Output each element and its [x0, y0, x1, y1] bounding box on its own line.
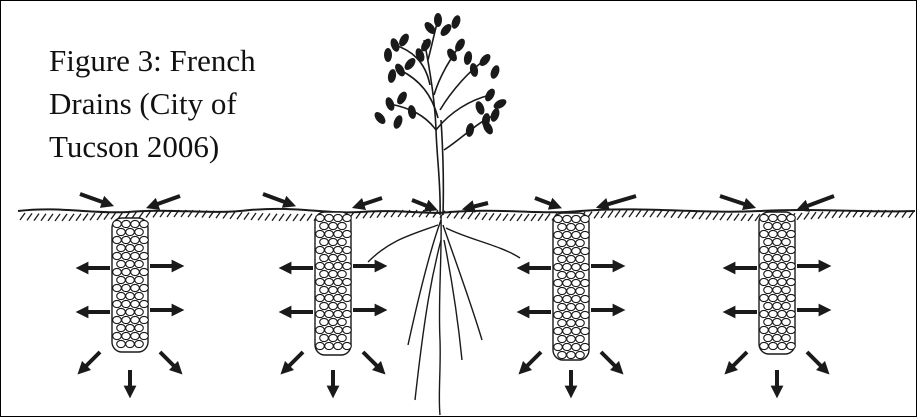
flow-arrow: [535, 198, 556, 206]
leaf: [463, 50, 473, 65]
flow-arrow: [807, 352, 825, 370]
leaf: [450, 14, 462, 30]
leaf: [434, 13, 442, 27]
french-drain: [759, 212, 795, 354]
leaf: [384, 96, 396, 112]
french-drain: [553, 213, 589, 360]
leaf: [372, 110, 387, 126]
flow-arrow: [358, 198, 382, 206]
flow-arrow: [602, 196, 636, 206]
leaf: [387, 68, 397, 83]
flow-arrows: [80, 194, 834, 392]
flow-arrow: [802, 196, 834, 208]
french-drain: [112, 218, 148, 352]
leaf: [402, 56, 417, 72]
leaf: [407, 104, 417, 119]
flow-arrow: [523, 352, 541, 370]
flow-arrow: [160, 352, 178, 370]
leaf: [395, 90, 409, 106]
leaf: [474, 100, 486, 116]
flow-arrow: [263, 194, 290, 204]
flow-arrow: [468, 203, 488, 208]
tree-leaves: [372, 13, 508, 138]
flow-arrow: [82, 352, 100, 370]
flow-arrow: [363, 352, 381, 370]
drains-layer: [112, 212, 795, 360]
leaf: [465, 122, 475, 137]
flow-arrow: [152, 196, 180, 206]
flow-arrow: [729, 352, 747, 370]
tree: [390, 20, 495, 215]
flow-arrow: [412, 200, 432, 208]
tree-roots: [368, 215, 520, 415]
leaf: [492, 97, 508, 111]
flow-arrow: [80, 194, 108, 204]
leaf: [384, 48, 392, 62]
leaf: [489, 107, 501, 123]
leaf: [392, 114, 404, 130]
french-drain: [315, 212, 351, 355]
leaf: [453, 37, 467, 53]
flow-arrow: [720, 196, 750, 206]
flow-arrow: [601, 352, 619, 370]
leaf: [483, 87, 497, 103]
leaf: [477, 52, 492, 68]
flow-arrow: [285, 352, 303, 370]
leaf: [489, 64, 501, 80]
